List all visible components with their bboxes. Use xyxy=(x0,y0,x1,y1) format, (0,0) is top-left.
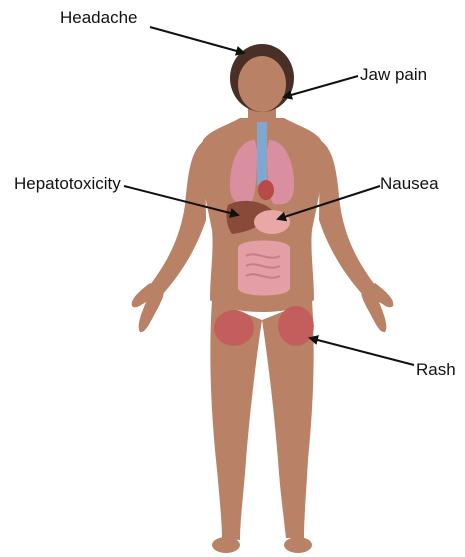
intestines xyxy=(238,241,290,296)
heart xyxy=(258,180,274,200)
label-headache: Headache xyxy=(60,9,138,26)
trachea xyxy=(257,122,267,185)
arrow-rash xyxy=(310,338,414,365)
rash-left xyxy=(214,310,254,346)
label-jaw-pain: Jaw pain xyxy=(360,66,427,83)
right-hand xyxy=(361,283,393,332)
label-hepatotoxicity: Hepatotoxicity xyxy=(14,175,121,192)
stomach xyxy=(254,210,290,234)
right-arm xyxy=(319,140,375,295)
face xyxy=(238,56,286,112)
label-rash: Rash xyxy=(416,361,456,378)
left-arm xyxy=(150,140,206,295)
arrow-headache xyxy=(150,27,244,53)
label-nausea: Nausea xyxy=(380,175,439,192)
right-foot xyxy=(284,537,312,553)
arrow-jaw-pain xyxy=(284,76,358,97)
left-hand xyxy=(132,283,164,332)
rash-right xyxy=(278,306,314,346)
left-foot xyxy=(212,537,240,553)
